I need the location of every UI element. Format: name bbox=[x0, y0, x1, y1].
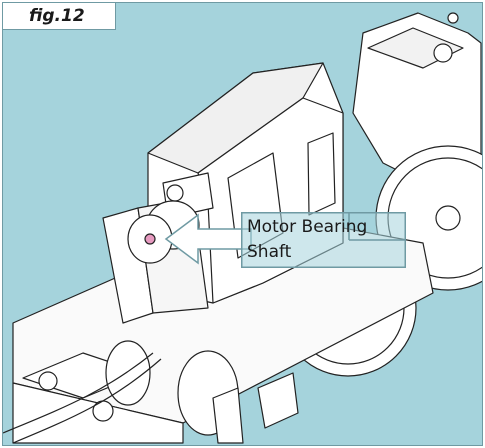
wire-2 bbox=[12, 358, 162, 444]
driving-wheel-rear-hub bbox=[435, 205, 461, 231]
figure-label-box: fig.12 bbox=[3, 3, 116, 30]
callout-box-outline bbox=[241, 212, 406, 268]
motor-side-bracket bbox=[307, 132, 336, 216]
figure-label: fig.12 bbox=[29, 6, 85, 26]
chassis-front-screw bbox=[38, 371, 58, 391]
callout-text-line-1: Motor Bearing bbox=[247, 217, 368, 237]
bogie-wheel-front bbox=[105, 340, 151, 406]
pickup-bracket-1 bbox=[212, 387, 244, 444]
rear-pin bbox=[447, 12, 459, 24]
rear-screw-head bbox=[433, 43, 453, 63]
bearing-bracket-screw bbox=[166, 184, 184, 202]
pickup-bracket-2 bbox=[257, 372, 299, 429]
callout-text-line-2: Shaft bbox=[247, 242, 292, 262]
callout-label-box: Motor Bearing Shaft bbox=[241, 212, 406, 268]
motor-bearing-shaft-end bbox=[144, 233, 156, 245]
wire-1 bbox=[3, 352, 154, 434]
chassis-front-screw-2 bbox=[92, 400, 114, 422]
motor-housing-top bbox=[147, 62, 324, 174]
